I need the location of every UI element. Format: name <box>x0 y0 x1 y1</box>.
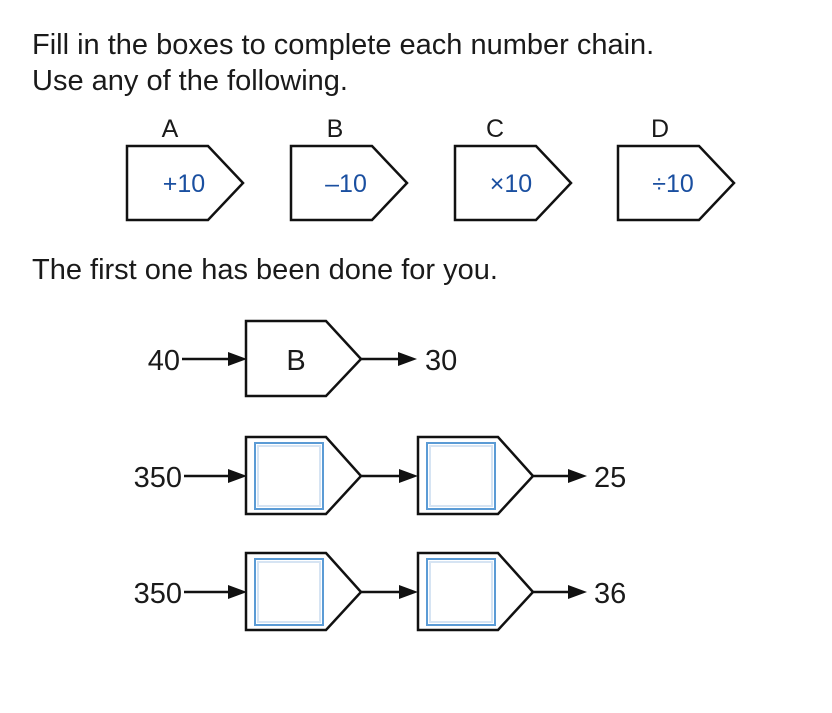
arrow-head-icon <box>228 585 247 599</box>
chain-3-end-number: 36 <box>594 578 626 610</box>
operation-value-d: ÷10 <box>652 170 694 198</box>
chain-2: 350 25 <box>134 435 626 516</box>
operation-value-c: ×10 <box>490 170 532 198</box>
chain-2-start-number: 350 <box>134 462 182 494</box>
arrow-head-icon <box>568 585 587 599</box>
operation-d-shape <box>616 144 736 222</box>
chain-3: 350 36 <box>134 551 626 632</box>
chain-2-answer-box-1[interactable] <box>254 442 324 510</box>
chain-2-answer-box-2[interactable] <box>426 442 496 510</box>
operation-value-b: –10 <box>325 170 367 198</box>
chain-3-start-number: 350 <box>134 578 182 610</box>
example-end-number: 30 <box>425 345 457 377</box>
operation-card-b: B –10 <box>289 115 409 222</box>
chain-2-end-number: 25 <box>594 462 626 494</box>
arrow-head-icon <box>398 352 417 366</box>
chain-3-answer-box-2-inner <box>429 561 493 623</box>
chain-3-answer-box-1-inner <box>257 561 321 623</box>
arrow-head-icon <box>399 469 418 483</box>
arrow-head-icon <box>399 585 418 599</box>
operation-value-a: +10 <box>163 170 205 198</box>
operation-a-shape <box>125 144 245 222</box>
operation-letter-d: D <box>651 115 669 143</box>
arrow-head-icon <box>228 352 247 366</box>
arrow-head-icon <box>568 469 587 483</box>
chain-2-answer-box-2-inner <box>429 445 493 507</box>
operation-card-c: C ×10 <box>453 115 573 222</box>
instruction-line-1: Fill in the boxes to complete each numbe… <box>32 29 655 61</box>
example-chain: 40 B 30 <box>148 319 457 398</box>
example-step-letter: B <box>286 345 305 377</box>
example-start-number: 40 <box>148 345 180 377</box>
operation-letter-c: C <box>486 115 504 143</box>
operation-b-shape <box>289 144 409 222</box>
chain-3-answer-box-2[interactable] <box>426 558 496 626</box>
chain-3-answer-box-1[interactable] <box>254 558 324 626</box>
arrow-head-icon <box>228 469 247 483</box>
operation-card-d: D ÷10 <box>616 115 736 222</box>
operation-letter-b: B <box>327 115 344 143</box>
instruction-line-2: Use any of the following. <box>32 65 348 97</box>
operation-card-a: A +10 <box>125 115 245 222</box>
operation-c-shape <box>453 144 573 222</box>
instruction-line-3: The first one has been done for you. <box>32 254 498 286</box>
chain-2-answer-box-1-inner <box>257 445 321 507</box>
operation-letter-a: A <box>162 115 179 143</box>
example-step-shape <box>244 319 363 398</box>
